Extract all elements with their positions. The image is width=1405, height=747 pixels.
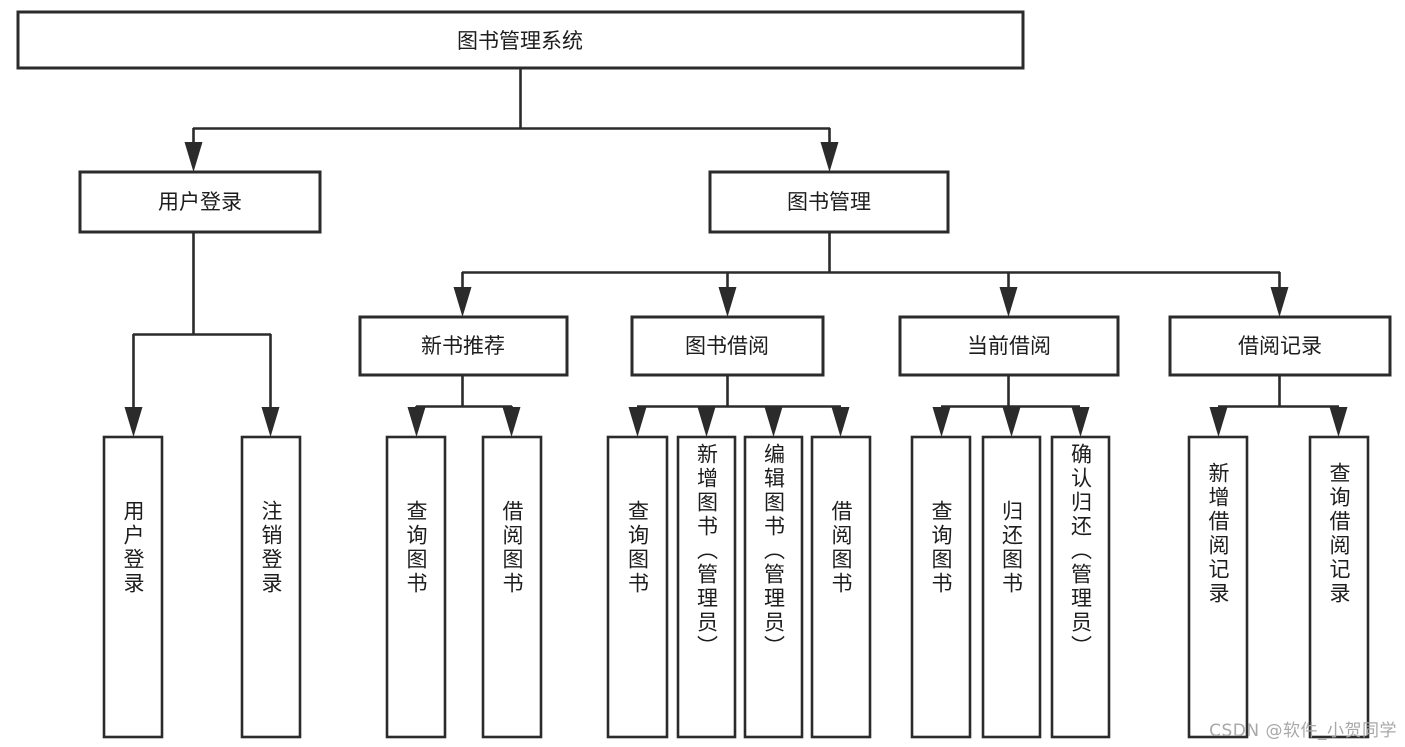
node-book-management[interactable]: 图书管理 — [708, 170, 950, 234]
node-borrow-record[interactable]: 借阅记录 — [1168, 315, 1392, 377]
node-borrow-record-label: 借阅记录 — [1238, 334, 1322, 358]
arrow-icon-leaf-7 — [764, 407, 783, 437]
arrow-icon-to-user-login — [184, 142, 203, 172]
node-book-borrow-box[interactable] — [630, 315, 825, 377]
leaf-box-logout[interactable] — [240, 435, 302, 739]
arrow-icon-leaf-4 — [502, 407, 521, 437]
node-current-borrow-box[interactable] — [898, 315, 1120, 377]
arrow-icon-to-new-book — [453, 287, 472, 317]
arrow-icon-leaf-1 — [124, 407, 143, 437]
arrow-icon-leaf-5 — [628, 407, 647, 437]
node-new-book-recommend-label: 新书推荐 — [421, 334, 505, 358]
node-user-login-box[interactable] — [78, 170, 322, 234]
leaf-box-query-borrow-record[interactable] — [1308, 435, 1370, 739]
arrow-icon-leaf-11 — [1071, 407, 1090, 437]
node-current-borrow-label: 当前借阅 — [967, 334, 1051, 358]
node-book-borrow-label: 图书借阅 — [685, 334, 769, 358]
leaf-box-query-book-3[interactable] — [910, 435, 972, 739]
arrow-icon-leaf-10 — [1002, 407, 1021, 437]
arrow-icon-leaf-9 — [932, 407, 951, 437]
arrow-icon-leaf-2 — [261, 407, 280, 437]
leaf-box-confirm-return-admin[interactable] — [1050, 435, 1111, 739]
csdn-watermark: CSDN @软件_小贺同学 — [1209, 721, 1397, 741]
leaf-box-borrow-book-2[interactable] — [810, 435, 872, 739]
node-new-book-recommend[interactable]: 新书推荐 — [358, 315, 569, 377]
node-book-borrow[interactable]: 图书借阅 — [630, 315, 825, 377]
node-current-borrow[interactable]: 当前借阅 — [898, 315, 1120, 377]
arrow-icon-to-borrow — [718, 287, 737, 317]
leaf-box-layer — [102, 435, 1370, 739]
node-root[interactable]: 图书管理系统 — [16, 10, 1025, 70]
node-root-box[interactable] — [16, 10, 1025, 70]
leaf-box-query-book-2[interactable] — [606, 435, 669, 739]
connector-layer — [124, 68, 1348, 437]
node-book-management-label: 图书管理 — [787, 190, 871, 214]
arrow-icon-leaf-12 — [1209, 407, 1228, 437]
leaf-box-add-borrow-record[interactable] — [1187, 435, 1249, 739]
node-borrow-record-box[interactable] — [1168, 315, 1392, 377]
arrow-icon-leaf-8 — [831, 407, 850, 437]
arrow-icon-leaf-3 — [407, 407, 426, 437]
node-user-login-label: 用户登录 — [158, 190, 242, 214]
leaf-box-query-book-1[interactable] — [385, 435, 447, 739]
arrow-icon-leaf-13 — [1329, 407, 1348, 437]
node-new-book-recommend-box[interactable] — [358, 315, 569, 377]
leaf-box-add-book-admin[interactable] — [676, 435, 737, 739]
node-user-login[interactable]: 用户登录 — [78, 170, 322, 234]
arrow-icon-leaf-6 — [697, 407, 716, 437]
leaf-box-user-login[interactable] — [102, 435, 164, 739]
leaf-box-edit-book-admin[interactable] — [743, 435, 804, 739]
arrow-icon-to-current-borrow — [999, 287, 1018, 317]
node-book-management-box[interactable] — [708, 170, 950, 234]
leaf-box-return-book[interactable] — [981, 435, 1042, 739]
arrow-icon-to-borrow-record — [1270, 287, 1289, 317]
leaf-box-borrow-book-1[interactable] — [481, 435, 543, 739]
node-root-label: 图书管理系统 — [457, 29, 583, 53]
arrow-icon-to-book-mgmt — [820, 142, 839, 172]
